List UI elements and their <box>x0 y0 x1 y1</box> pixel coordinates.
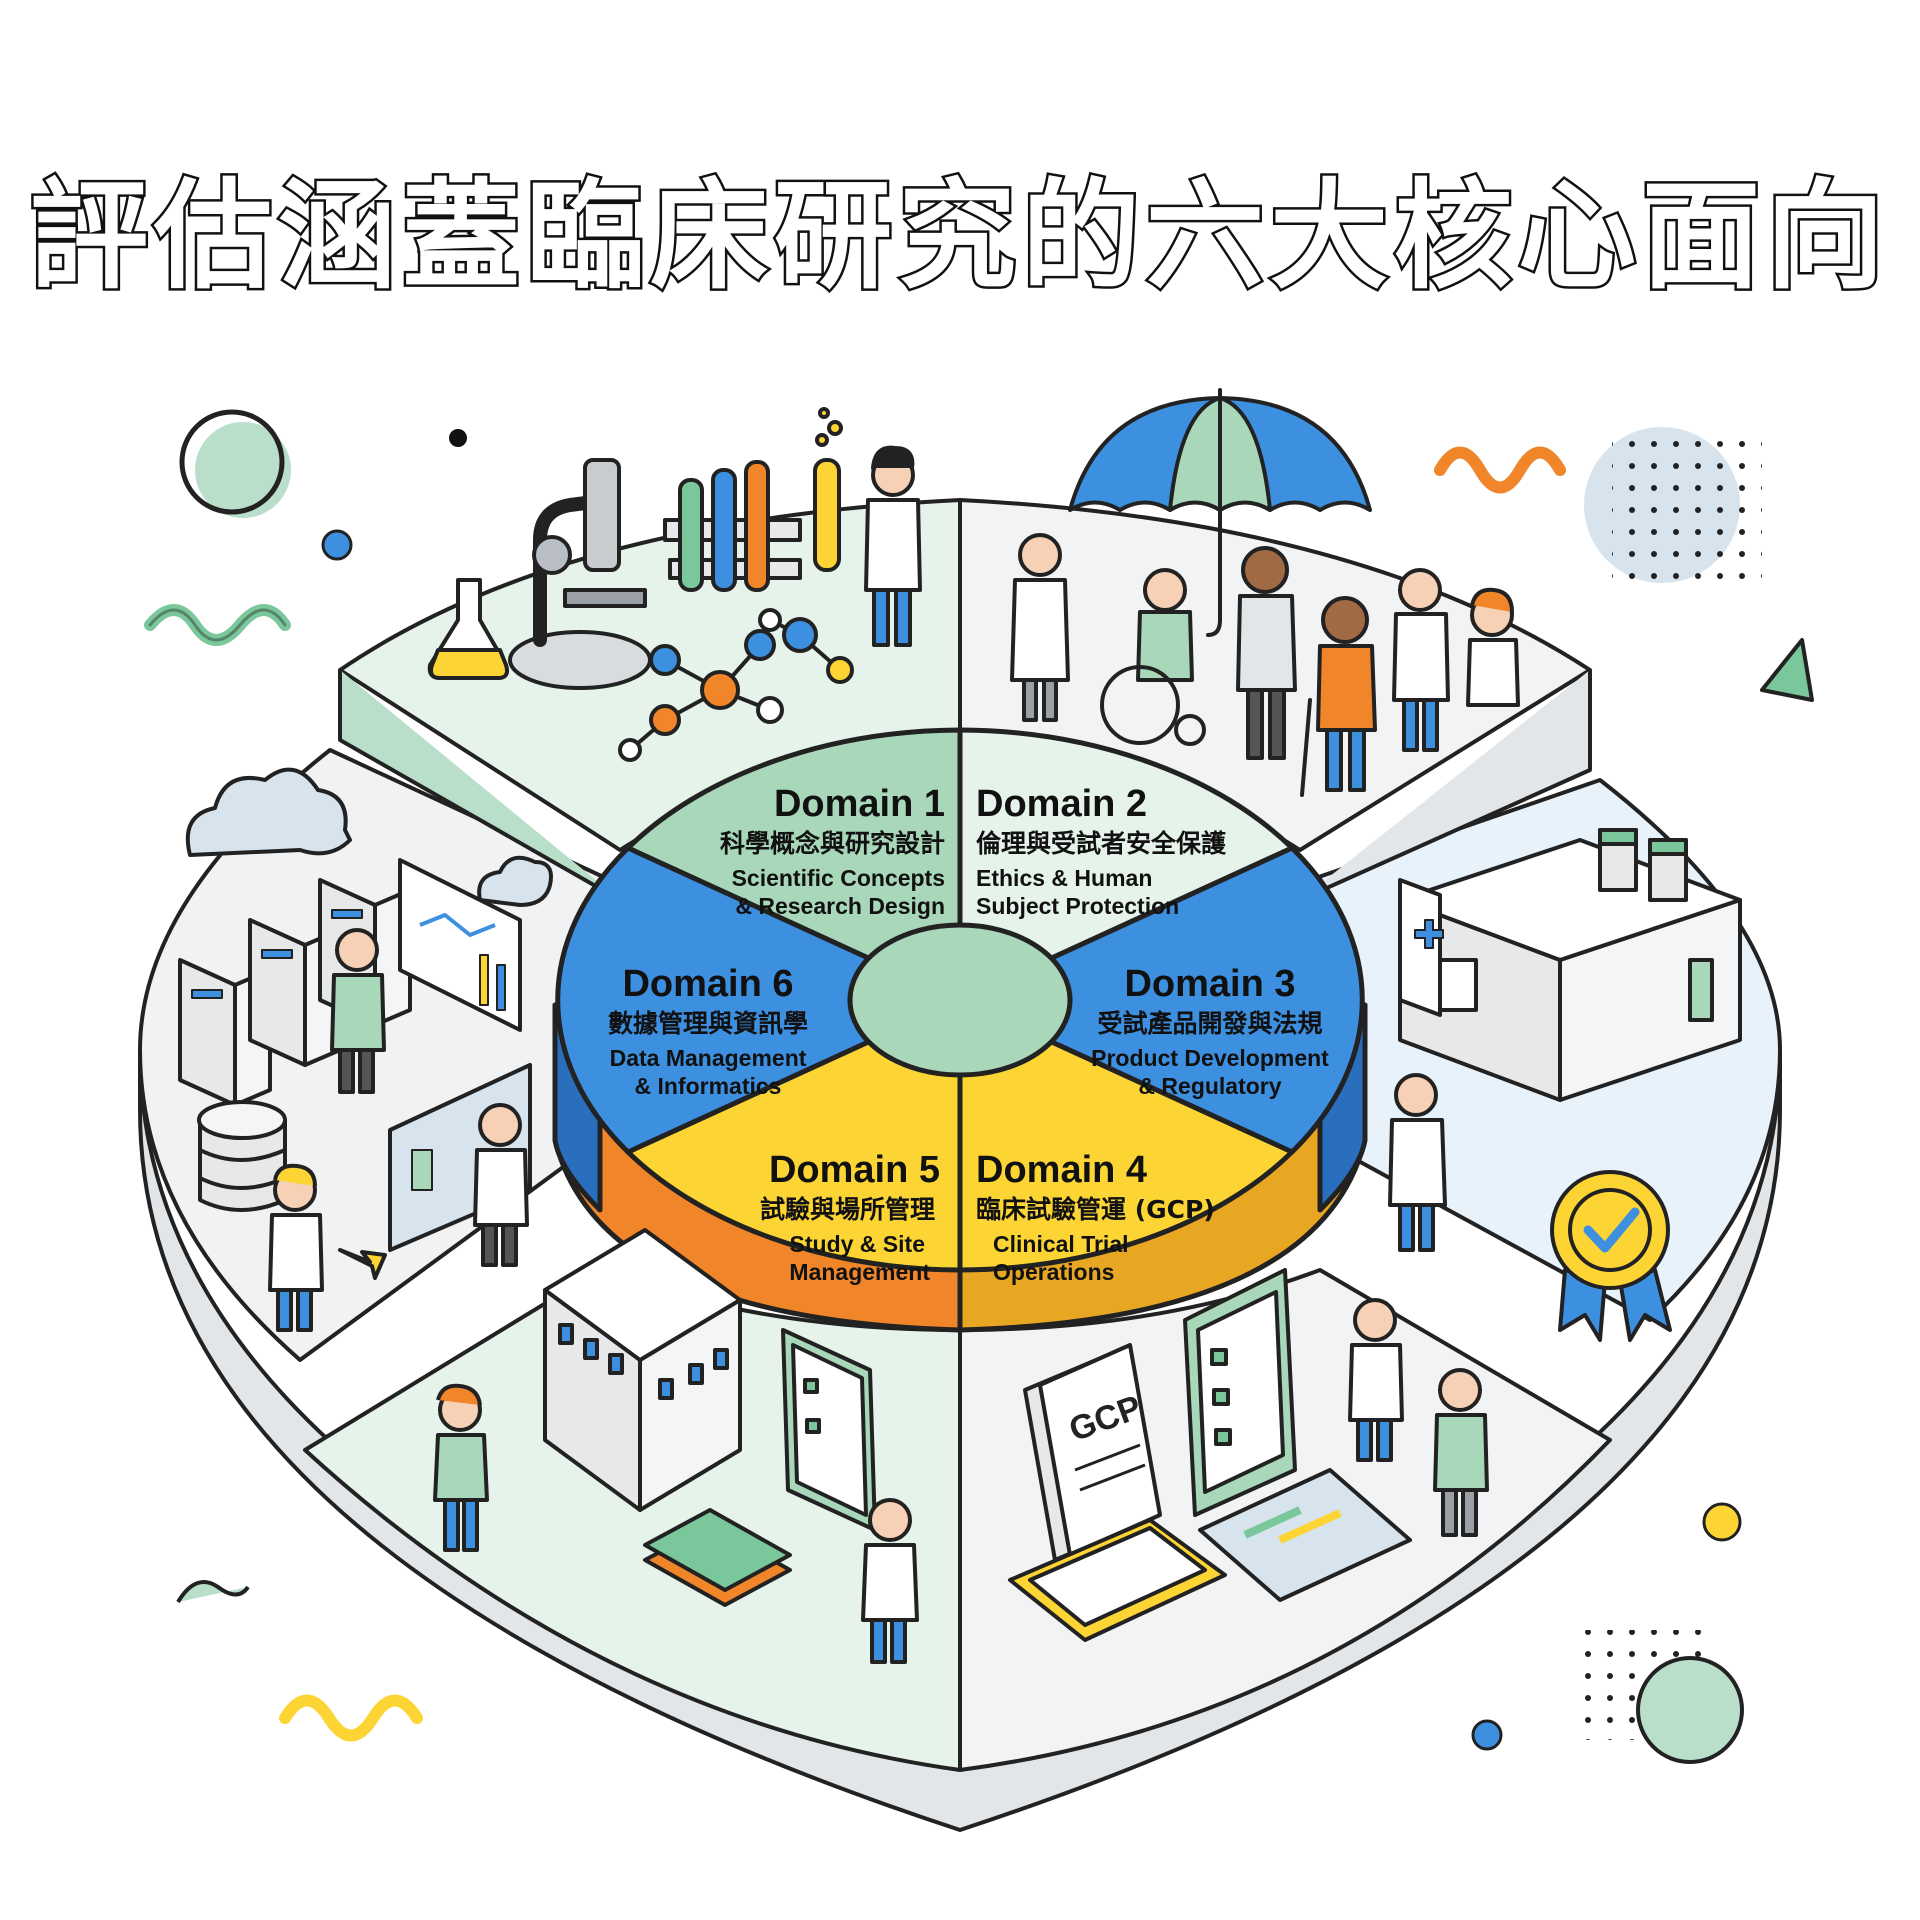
domain-5-title: Domain 5 <box>769 1149 940 1191</box>
elder-man-figure <box>1236 546 1297 760</box>
binder-stack-icon <box>643 1508 792 1607</box>
domain-6-en1: Data Management <box>610 1045 807 1071</box>
cloud-icon <box>477 855 553 907</box>
domain-2-sector[interactable] <box>957 727 1295 1003</box>
domain-1-label: Domain 1 科學概念與研究設計 Scientific Concepts &… <box>720 783 945 919</box>
domain-2-en2: Subject Protection <box>976 893 1179 919</box>
doctor-figure <box>1010 533 1070 722</box>
domain-6-title: Domain 6 <box>622 963 793 1005</box>
domain-5-zh: 試驗與場所管理 <box>760 1195 935 1224</box>
domain-6-label: Domain 6 數據管理與資訊學 Data Management & Info… <box>608 963 808 1099</box>
staff-figure <box>1433 1368 1489 1537</box>
clinician-figure <box>1392 568 1450 752</box>
building-icon <box>543 1228 742 1512</box>
domain-4-title: Domain 4 <box>976 1149 1147 1191</box>
nurse-figure <box>1466 587 1520 707</box>
data-manager-figure <box>473 1103 529 1267</box>
data-entry-figure <box>268 1163 324 1332</box>
decorations <box>144 409 1814 1764</box>
scientist-figure <box>1388 1073 1447 1252</box>
flask-icon <box>427 578 509 680</box>
domain-6-zh: 數據管理與資訊學 <box>608 1009 808 1038</box>
monitor-figure <box>861 1498 919 1664</box>
analytics-monitor-icon <box>398 858 522 1032</box>
domain-6-illustration <box>178 767 553 1332</box>
inner-hub <box>552 727 1368 1333</box>
clipboard-form-icon <box>1008 1518 1227 1642</box>
analyst-figure <box>330 928 386 1094</box>
domain-2-en1: Ethics & Human <box>976 865 1152 891</box>
domain-4-zh: 臨床試驗管運 (GCP) <box>976 1195 1215 1224</box>
domain-6-en2: & Informatics <box>635 1073 782 1099</box>
molecule-icon <box>618 608 854 762</box>
wheelchair-patient-figure <box>1100 568 1206 746</box>
domain-4-label: Domain 4 臨床試驗管運 (GCP) Clinical Trial Ope… <box>976 1149 1215 1285</box>
domain-3-title: Domain 3 <box>1124 963 1295 1005</box>
gcp-document-icon: GCP <box>1023 1343 1162 1562</box>
domain-5-label: Domain 5 試驗與場所管理 Study & Site Management <box>760 1149 940 1285</box>
domain-5-illustration <box>433 1228 919 1664</box>
checklist-clipboard-icon <box>1183 1268 1297 1517</box>
domain-2-title: Domain 2 <box>976 783 1147 825</box>
domain-1-en2: & Research Design <box>735 893 945 919</box>
quality-badge-icon <box>1550 1170 1672 1342</box>
page-title: 評估涵蓋臨床研究的六大核心面向 <box>27 165 1890 308</box>
domain-3-illustration <box>1388 828 1742 1342</box>
patient-with-cane-figure <box>1300 596 1377 797</box>
test-tube-icon <box>813 407 843 572</box>
center-hub <box>847 922 1073 1078</box>
scientist-figure <box>864 445 922 647</box>
domain-3-zh: 受試產品開發與法規 <box>1097 1009 1322 1038</box>
domain-4-en1: Clinical Trial <box>993 1231 1129 1257</box>
gantt-chart-tablet-icon <box>1198 1468 1412 1602</box>
domain-1-illustration <box>427 407 922 762</box>
umbrella-icon <box>1068 388 1372 637</box>
domain-4-sector[interactable] <box>957 997 1295 1273</box>
domain-1-title: Domain 1 <box>774 783 945 825</box>
domain-5-en1: Study & Site <box>790 1231 925 1257</box>
hospital-icon <box>1398 878 1444 1017</box>
microscope-icon <box>508 458 652 690</box>
domain-1-zh: 科學概念與研究設計 <box>720 829 945 858</box>
domain-3-en1: Product Development <box>1091 1045 1329 1071</box>
domain-6-sector[interactable] <box>555 845 963 1155</box>
domain-3-en2: & Regulatory <box>1138 1073 1281 1099</box>
staff-figure <box>1348 1298 1404 1462</box>
coordinator-figure <box>433 1383 489 1552</box>
domain-3-label: Domain 3 受試產品開發與法規 Product Development &… <box>1091 963 1329 1099</box>
database-icon <box>197 1100 287 1212</box>
domain-2-illustration <box>1010 388 1520 797</box>
domain-5-sector[interactable] <box>625 997 963 1273</box>
domain-4-en2: Operations <box>993 1259 1114 1285</box>
domain-3-sector[interactable] <box>957 845 1365 1155</box>
domain-labels: Domain 1 科學概念與研究設計 Scientific Concepts &… <box>608 783 1329 1285</box>
cloud-icon <box>185 767 352 857</box>
domain-1-sector[interactable] <box>625 727 963 1003</box>
domain-4-illustration: GCP <box>1008 1268 1489 1642</box>
domain-2-zh: 倫理與受試者安全保護 <box>976 829 1227 858</box>
domain-2-label: Domain 2 倫理與受試者安全保護 Ethics & Human Subje… <box>976 783 1227 919</box>
domain-5-en2: Management <box>789 1259 930 1285</box>
arrow-icon <box>338 1248 387 1280</box>
test-tube-rack-icon <box>663 460 802 592</box>
domain-1-en1: Scientific Concepts <box>732 865 945 891</box>
